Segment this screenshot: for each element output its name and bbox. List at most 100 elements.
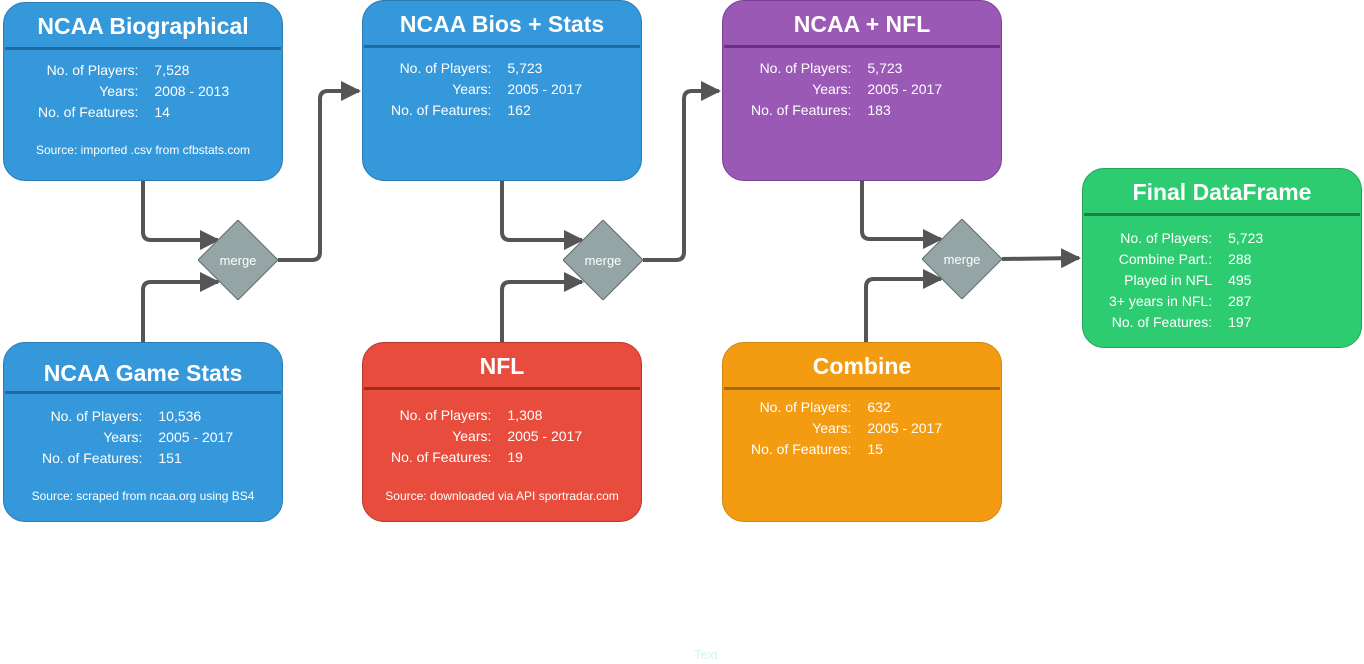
stat-value: 14: [154, 104, 170, 120]
stats-table: No. of Players:1,308 Years: 2005 - 2017 N…: [391, 407, 582, 470]
stat-row: No. of Features: 19: [391, 449, 582, 470]
placeholder-text: Text: [694, 647, 718, 662]
stat-label: No. of Players:: [399, 60, 492, 76]
merge-label: merge: [584, 252, 622, 268]
stat-value: 5,723: [867, 60, 903, 76]
stat-label: No. of Features:: [38, 104, 139, 120]
stat-value: 15: [867, 441, 883, 457]
diamond-shape: [922, 219, 1002, 299]
stat-row: No. of Players:7,528: [38, 62, 229, 83]
connector-nfl-to-merge2: [500, 272, 584, 342]
stat-row: No. of Features: 15: [751, 441, 942, 462]
stats-table: No. of Players:7,528 Years: 2008 - 2013 N…: [38, 62, 229, 125]
stats-table: No. of Players: 632 Years: 2005 - 2017 No.…: [751, 399, 942, 462]
stat-row: No. of Features: 197: [1109, 314, 1263, 335]
stat-label: No. of Features:: [751, 441, 852, 457]
stat-row: No. of Players:1,308: [391, 407, 582, 428]
stat-value: 10,536: [158, 408, 202, 424]
card-title: NCAA Biographical: [37, 13, 249, 39]
connector-combine-to-merge3: [864, 269, 943, 342]
source-note: Source: downloaded via API sportradar.co…: [385, 489, 619, 503]
stat-value: 2008 - 2013: [154, 83, 230, 99]
stat-label: No. of Features:: [1111, 314, 1213, 330]
stats-table: No. of Players:5,723 Combine Part.:288 P…: [1109, 230, 1263, 335]
card-title: NCAA Game Stats: [43, 360, 243, 386]
stats-table: No. of Players:10,536 Years:2005 - 2017 …: [42, 408, 233, 471]
stat-row: Years: 2005 - 2017: [391, 428, 582, 449]
stat-row: Years: 2008 - 2013: [38, 83, 229, 104]
card-ncaa-nfl: NCAA + NFL No. of Players: 5,723 Years: 20…: [722, 0, 1002, 181]
diamond-shape: [563, 220, 643, 300]
stat-label: No. of Players:: [759, 60, 852, 76]
stat-value: 2005 - 2017: [867, 81, 943, 97]
stat-row: Combine Part.:288: [1109, 251, 1263, 272]
stat-value: 183: [867, 102, 891, 118]
merge-node-1: merge: [198, 220, 278, 300]
stat-row: No. of Features:162: [391, 102, 582, 123]
stat-label: Years:: [452, 428, 492, 444]
stat-row: Years: 2005 - 2017: [391, 81, 582, 102]
stat-row: Years: 2005 - 2017: [42, 429, 233, 450]
connector-merge3-to-final: [1001, 248, 1081, 269]
stat-value: 162: [507, 102, 531, 118]
stat-label: 3+ years in NFL:: [1109, 293, 1213, 309]
stats-table: No. of Players: 5,723 Years: 2005 - 2017 N…: [391, 60, 582, 123]
title-divider: [724, 387, 1000, 390]
connector-game-to-merge1: [141, 272, 220, 342]
source-note: Source: imported .csv from cfbstats.com: [35, 143, 251, 157]
title-divider: [364, 45, 640, 48]
stat-value: 2005 - 2017: [507, 81, 583, 97]
stat-value: 151: [158, 450, 182, 466]
stat-row: Years: 2005 - 2017: [751, 420, 942, 441]
source-note: Source: scraped from ncaa.org using BS4: [31, 489, 255, 503]
stat-row: No. of Players: 10,536: [42, 408, 233, 429]
stat-value: 495: [1228, 272, 1252, 288]
stat-value: 2005 - 2017: [867, 420, 943, 436]
title-divider: [5, 391, 281, 394]
connector-ncaa-nfl-to-merge3: [860, 181, 943, 249]
stat-label: No. of Features:: [391, 449, 492, 465]
stat-value: 287: [1228, 293, 1252, 309]
card-title: NCAA + NFL: [793, 11, 931, 37]
diamond-shape: [198, 220, 278, 300]
stat-label: No. of Players:: [50, 408, 143, 424]
stat-label: No. of Players:: [1120, 230, 1213, 246]
card-nfl: NFL No. of Players:1,308 Years: 2005 - 20…: [362, 342, 642, 522]
merge-label: merge: [219, 252, 257, 268]
stat-row: 3+ years in NFL: 287: [1109, 293, 1263, 314]
stat-row: No. of Players: 5,723: [391, 60, 582, 81]
card-combine: Combine No. of Players:632 Years:2005 - …: [722, 342, 1002, 522]
stat-label: No. of Features:: [751, 102, 852, 118]
title-divider: [1084, 213, 1360, 216]
stat-row: No. of Features: 14: [38, 104, 229, 125]
stat-value: 632: [867, 399, 891, 415]
stat-row: Years: 2005 - 2017: [751, 81, 942, 102]
stat-label: Years:: [812, 420, 852, 436]
stat-value: 197: [1228, 314, 1252, 330]
stat-value: 2005 - 2017: [507, 428, 583, 444]
connector-bio-to-merge1: [141, 181, 220, 250]
stat-label: Years:: [452, 81, 492, 97]
stat-label: No. of Players:: [759, 399, 852, 415]
title-divider: [364, 387, 640, 390]
stat-label: Combine Part.:: [1118, 251, 1213, 267]
connector-bios-stats-to-merge2: [500, 181, 584, 250]
merge-node-2: merge: [563, 220, 643, 300]
merge-label: merge: [943, 251, 981, 267]
card-ncaa-game-stats: NCAA Game Stats No. of Players: 10,536 Ye…: [3, 342, 283, 522]
connector-merge1-to-bios-stats: [278, 81, 361, 262]
stat-label: Years:: [99, 83, 139, 99]
stat-value: 19: [507, 449, 523, 465]
card-title: NFL: [479, 353, 525, 379]
title-divider: [5, 47, 281, 50]
stat-value: 1,308: [507, 407, 543, 423]
title-divider: [724, 45, 1000, 48]
card-ncaa-biographical: NCAA Biographical No. of Players:7,528 Y…: [3, 2, 283, 181]
stat-value: 7,528: [154, 62, 190, 78]
stat-label: Years:: [812, 81, 852, 97]
stat-label: Years:: [103, 429, 143, 445]
stat-value: 5,723: [507, 60, 543, 76]
stat-value: 2005 - 2017: [158, 429, 234, 445]
